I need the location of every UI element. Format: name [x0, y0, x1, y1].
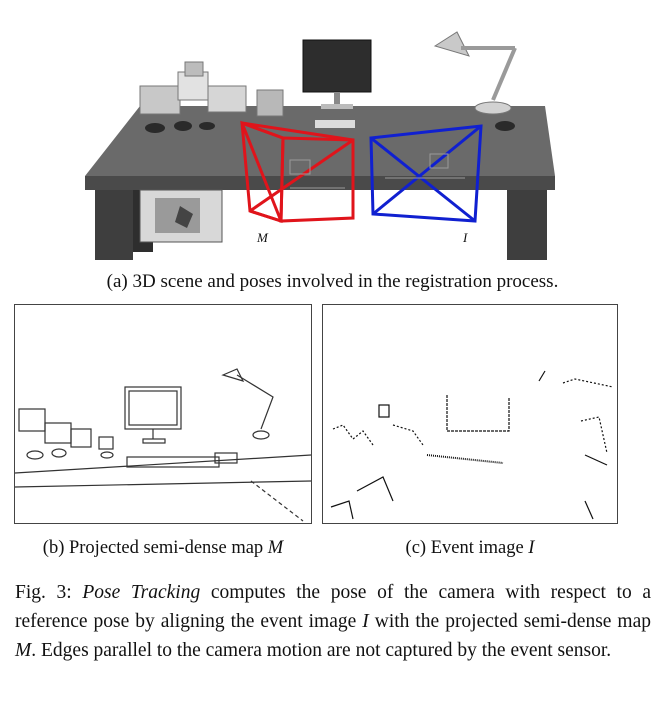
figure-caption-math2: M: [15, 640, 32, 661]
subfig-b-caption-math: M: [267, 538, 284, 558]
semi-dense-map-panel: [14, 304, 312, 524]
figure-caption-prefix: Fig. 3:: [15, 582, 83, 603]
figure-caption: Fig. 3: Pose Tracking computes the pose …: [15, 578, 651, 665]
event-image: [330, 370, 614, 520]
camera-frustum-m: [240, 120, 355, 224]
subfig-c-caption: (c) Event image I: [322, 538, 618, 559]
camera-frustum-i: [369, 124, 483, 223]
scene-3d-render: M I: [85, 31, 555, 260]
subfig-c-caption-text: (c) Event image: [405, 538, 529, 558]
subfig-a-caption: (a) 3D scene and poses involved in the r…: [106, 271, 559, 292]
subfig-b-caption: (b) Projected semi-dense map M: [14, 538, 312, 559]
figure-caption-math1: I: [362, 611, 369, 632]
subfig-b-caption-text: (b) Projected semi-dense map: [42, 538, 268, 558]
figure-caption-emph: Pose Tracking: [82, 582, 201, 603]
event-image-panel: [322, 304, 618, 524]
figure-caption-part2: with the projected semi-dense map: [368, 611, 651, 632]
semi-dense-map-image: [14, 368, 312, 522]
label-m: M: [256, 230, 269, 245]
figure-caption-part3: . Edges parallel to the camera motion ar…: [31, 640, 612, 661]
subfig-c-caption-math: I: [528, 538, 535, 558]
label-i: I: [462, 230, 468, 245]
figure-caption-part1: computes the pose of the camera with res…: [15, 582, 651, 632]
